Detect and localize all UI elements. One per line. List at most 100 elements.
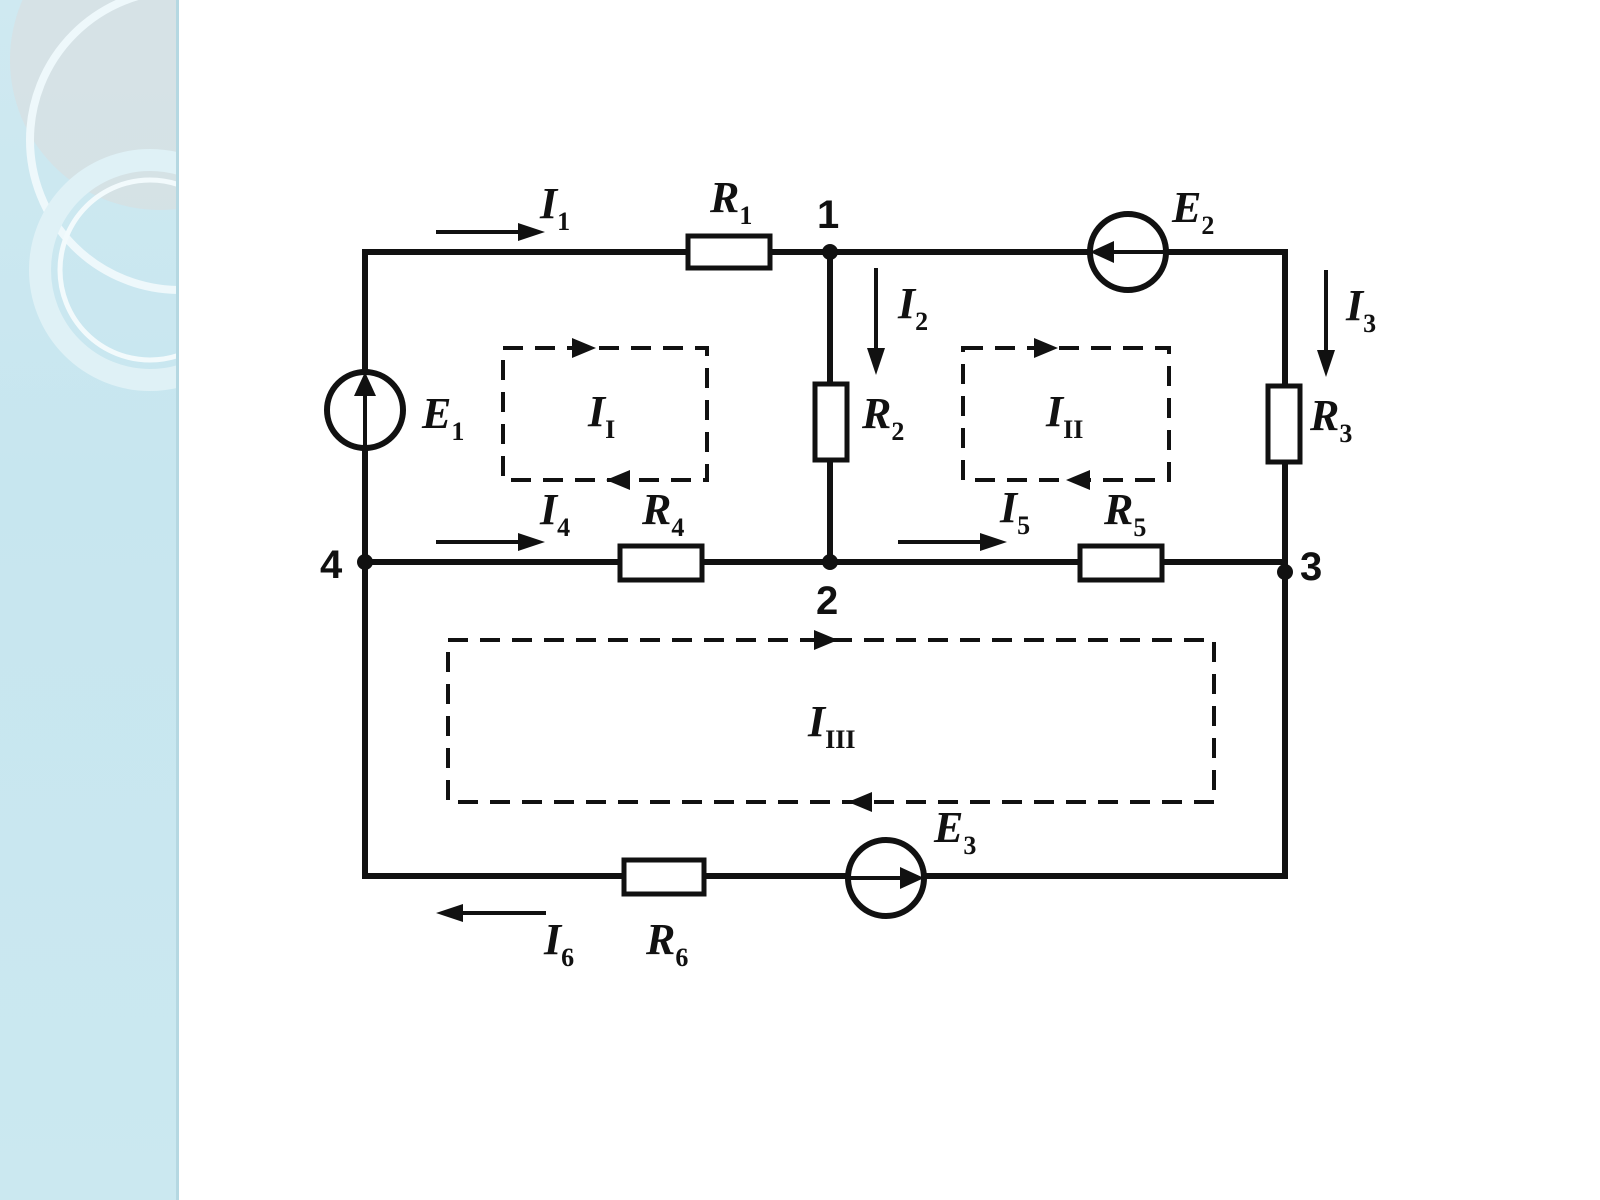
loop-contour-ii (961, 338, 1171, 490)
label-i6-base: I (543, 915, 563, 964)
label-e2-sub: 2 (1201, 211, 1214, 240)
decorative-ring-3 (57, 177, 178, 363)
node-dot-3 (1277, 564, 1293, 580)
label-i5: I5 (999, 483, 1030, 540)
decorative-ring-2 (29, 149, 178, 391)
label-e1: E1 (421, 389, 464, 446)
label-r5: R5 (1103, 485, 1146, 542)
node-label-3: 3 (1300, 545, 1322, 589)
label-r4: R4 (641, 485, 684, 542)
label-loop-i-sub: I (605, 415, 615, 444)
sidebar-divider (176, 0, 179, 1200)
label-i5-base: I (999, 483, 1019, 532)
source-e1 (324, 369, 406, 451)
decorative-sidebar (0, 0, 178, 1200)
label-i3-base: I (1345, 281, 1365, 330)
current-arrow-i5-head (980, 533, 1007, 551)
label-i5-sub: 5 (1017, 511, 1030, 540)
label-r6: R6 (645, 915, 688, 972)
label-i1-base: I (539, 179, 559, 228)
node-dot-1 (822, 244, 838, 260)
label-loop-iii-sub: III (825, 725, 855, 754)
current-arrow-i3 (1317, 270, 1335, 377)
label-i2: I2 (897, 279, 928, 336)
label-i4-base: I (539, 485, 559, 534)
label-loop-ii-sub: II (1063, 415, 1083, 444)
label-r1-base: R (709, 173, 739, 222)
node-label-4: 4 (320, 543, 343, 587)
loop-contour-i-bottom-arrow (606, 470, 630, 490)
loop-contour-iii (446, 630, 1216, 812)
label-e3-base: E (933, 803, 963, 852)
label-i1-sub: 1 (557, 207, 570, 236)
current-arrow-i1 (436, 223, 545, 241)
label-r6-sub: 6 (675, 943, 688, 972)
current-arrow-i4 (436, 533, 545, 551)
loop-contour-i-top-arrow (572, 338, 596, 358)
current-arrow-i6-head (436, 904, 463, 922)
loop-contour-iii-bottom-arrow (848, 792, 872, 812)
label-i1: I1 (539, 179, 570, 236)
label-r2-base: R (861, 389, 891, 438)
label-r2: R2 (861, 389, 904, 446)
label-loop-i-base: I (587, 387, 607, 436)
current-arrow-i3-head (1317, 350, 1335, 377)
loop-contour-i-rect (501, 346, 709, 482)
label-r6-base: R (645, 915, 675, 964)
label-r1-sub: 1 (739, 201, 752, 230)
loop-contour-ii-rect (961, 346, 1171, 482)
source-e2 (1087, 211, 1169, 293)
label-i2-base: I (897, 279, 917, 328)
current-arrow-i5 (898, 533, 1007, 551)
label-r4-base: R (641, 485, 671, 534)
node-label-1: 1 (817, 193, 839, 237)
node-dot-4 (357, 554, 373, 570)
source-e3 (845, 837, 927, 919)
label-i4: I4 (539, 485, 570, 542)
node-label-2: 2 (816, 579, 838, 623)
loop-contour-iii-top-arrow (814, 630, 838, 650)
source-e2-arrowhead (1090, 241, 1114, 263)
resistor-r3 (1265, 383, 1303, 465)
label-loop-iii: IIII (807, 697, 855, 754)
label-i3-sub: 3 (1363, 309, 1376, 338)
label-r3: R3 (1309, 391, 1352, 448)
source-e3-arrowhead (900, 867, 924, 889)
label-e2: E2 (1171, 183, 1214, 240)
label-r1: R1 (709, 173, 752, 230)
label-i2-sub: 2 (915, 307, 928, 336)
label-loop-ii-base: I (1045, 387, 1065, 436)
label-r3-sub: 3 (1339, 419, 1352, 448)
label-loop-ii: III (1045, 387, 1083, 444)
resistor-r6 (621, 857, 707, 897)
label-loop-i: II (587, 387, 615, 444)
label-e3-sub: 3 (963, 831, 976, 860)
loop-contour-i (501, 338, 709, 490)
label-e3: E3 (933, 803, 976, 860)
label-r3-base: R (1309, 391, 1339, 440)
current-arrow-i1-head (518, 223, 545, 241)
resistor-r2 (812, 381, 850, 463)
node-dot-2 (822, 554, 838, 570)
current-arrow-i2-head (867, 348, 885, 375)
current-arrow-i6 (436, 904, 546, 922)
label-e1-base: E (421, 389, 451, 438)
label-e2-base: E (1171, 183, 1201, 232)
loop-contour-ii-bottom-arrow (1066, 470, 1090, 490)
label-r5-sub: 5 (1133, 513, 1146, 542)
label-r2-sub: 2 (891, 417, 904, 446)
loop-contour-iii-rect (446, 638, 1216, 804)
current-arrow-i2 (867, 268, 885, 375)
decorative-ring-1 (26, 0, 178, 294)
decorative-rings (10, 0, 178, 391)
label-r5-base: R (1103, 485, 1133, 534)
label-i3: I3 (1345, 281, 1376, 338)
label-e1-sub: 1 (451, 417, 464, 446)
resistor-r5 (1077, 543, 1165, 583)
source-e1-arrowhead (354, 372, 376, 396)
label-i6-sub: 6 (561, 943, 574, 972)
label-i6: I6 (543, 915, 574, 972)
label-i4-sub: 4 (557, 513, 570, 542)
loop-contour-ii-top-arrow (1034, 338, 1058, 358)
